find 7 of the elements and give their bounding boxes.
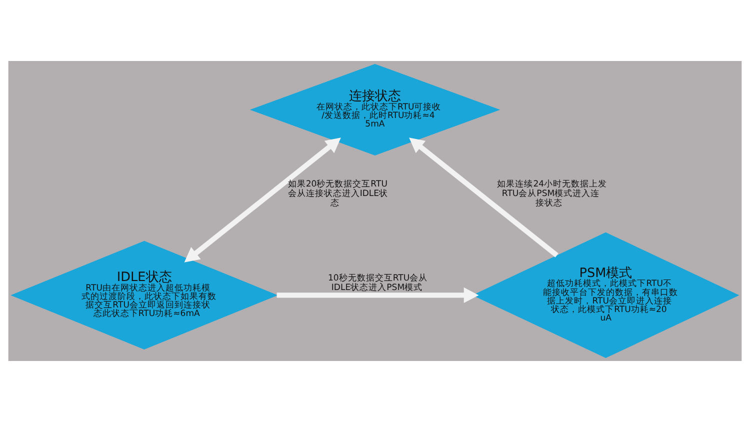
edge-label: 10秒无数据交互RTU会从IDLE状态进入PSM模式 bbox=[328, 273, 428, 293]
arrow bbox=[184, 137, 341, 262]
arrow bbox=[409, 137, 558, 257]
edge-label: 如果20秒无数据交互RTU会从连接状态进入IDLE状态 bbox=[288, 179, 388, 208]
node-diamond: IDLE状态 RTU由在网状态进入超低功耗模式的过渡阶段，此状态下如果有数据交互RTU会立即返回到连接状态此状态下RTU功耗≈6mA bbox=[10, 240, 278, 349]
edge-label: 如果连续24小时无数据上发RTU会从PSM模式进入连接状态 bbox=[497, 179, 608, 208]
arrow bbox=[276, 286, 479, 303]
